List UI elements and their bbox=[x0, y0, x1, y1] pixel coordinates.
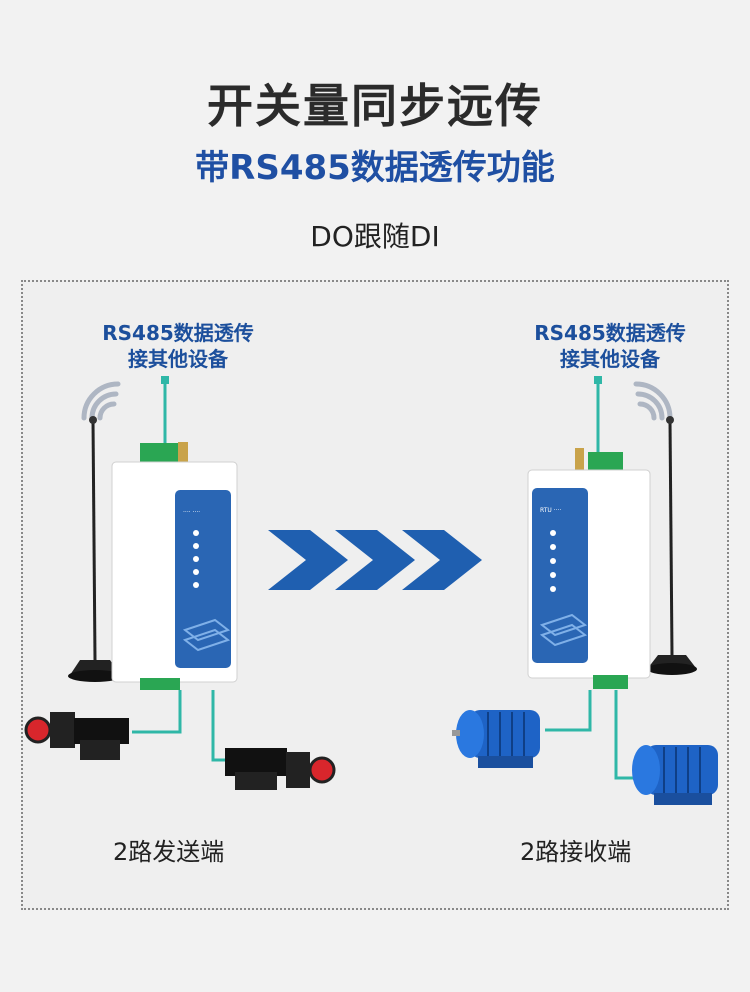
wifi-icon-left bbox=[81, 381, 121, 421]
transmission-arrows bbox=[268, 530, 482, 590]
svg-text:···· ····: ···· ···· bbox=[183, 509, 200, 516]
antenna-left bbox=[68, 416, 122, 682]
switch-icon-1 bbox=[24, 712, 129, 760]
io-wires-left bbox=[132, 690, 226, 762]
main-title: 开关量同步远传 bbox=[207, 79, 543, 133]
wifi-icon-right bbox=[633, 381, 673, 421]
sender-caption: 2路发送端 bbox=[113, 838, 225, 866]
rs485-label-left: RS485数据透传 接其他设备 bbox=[78, 320, 278, 372]
rs485-label-left-line1: RS485数据透传 bbox=[102, 321, 254, 345]
rtu-device-right: RTU ···· bbox=[527, 448, 651, 689]
rs485-label-right-line2: 接其他设备 bbox=[560, 347, 660, 371]
mode-label: DO跟随DI bbox=[310, 220, 440, 253]
rs485-label-right-line1: RS485数据透传 bbox=[534, 321, 686, 345]
io-wires-right bbox=[545, 690, 634, 780]
rs485-label-right: RS485数据透传 接其他设备 bbox=[510, 320, 710, 372]
antenna-right bbox=[647, 416, 697, 675]
subtitle: 带RS485数据透传功能 bbox=[195, 148, 555, 188]
switch-icon-2 bbox=[225, 748, 336, 790]
motor-icon-2 bbox=[632, 745, 718, 805]
receiver-caption: 2路接收端 bbox=[520, 838, 632, 866]
rtu-device-left: ···· ···· bbox=[111, 442, 238, 690]
svg-text:RTU ····: RTU ···· bbox=[540, 507, 561, 514]
motor-icon-1 bbox=[452, 710, 540, 768]
rs485-label-left-line2: 接其他设备 bbox=[128, 347, 228, 371]
